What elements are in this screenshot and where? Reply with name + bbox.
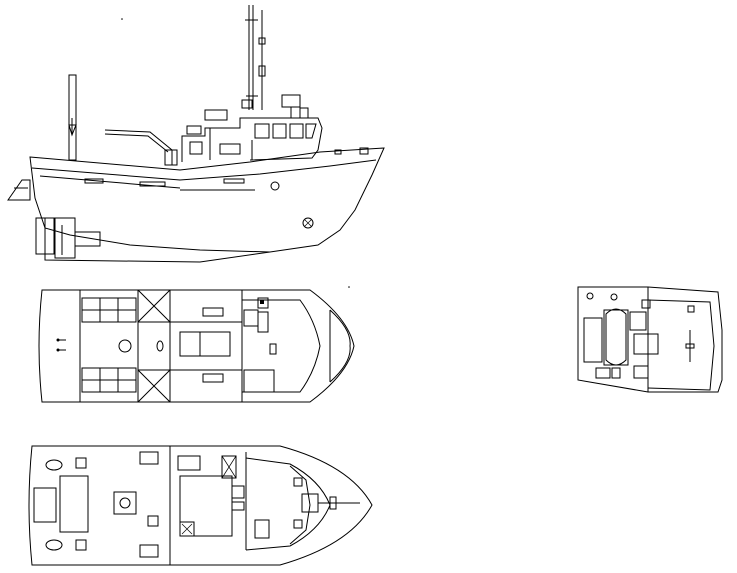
lower-deck-plan-view <box>28 445 373 566</box>
profile-view <box>7 5 385 263</box>
stray-mark <box>348 286 350 288</box>
main-mast <box>241 5 266 110</box>
wheelhouse-top-plan-view <box>577 286 723 393</box>
crane <box>104 129 178 166</box>
stray-mark <box>121 18 123 20</box>
stern-rudder <box>7 179 271 263</box>
hull <box>29 147 385 253</box>
fish-hold-grid-top <box>81 297 137 323</box>
main-deck-plan-view <box>38 289 355 403</box>
fish-hold-grid-bottom <box>81 367 137 393</box>
superstructure <box>181 94 323 162</box>
aft-mast <box>68 74 77 161</box>
